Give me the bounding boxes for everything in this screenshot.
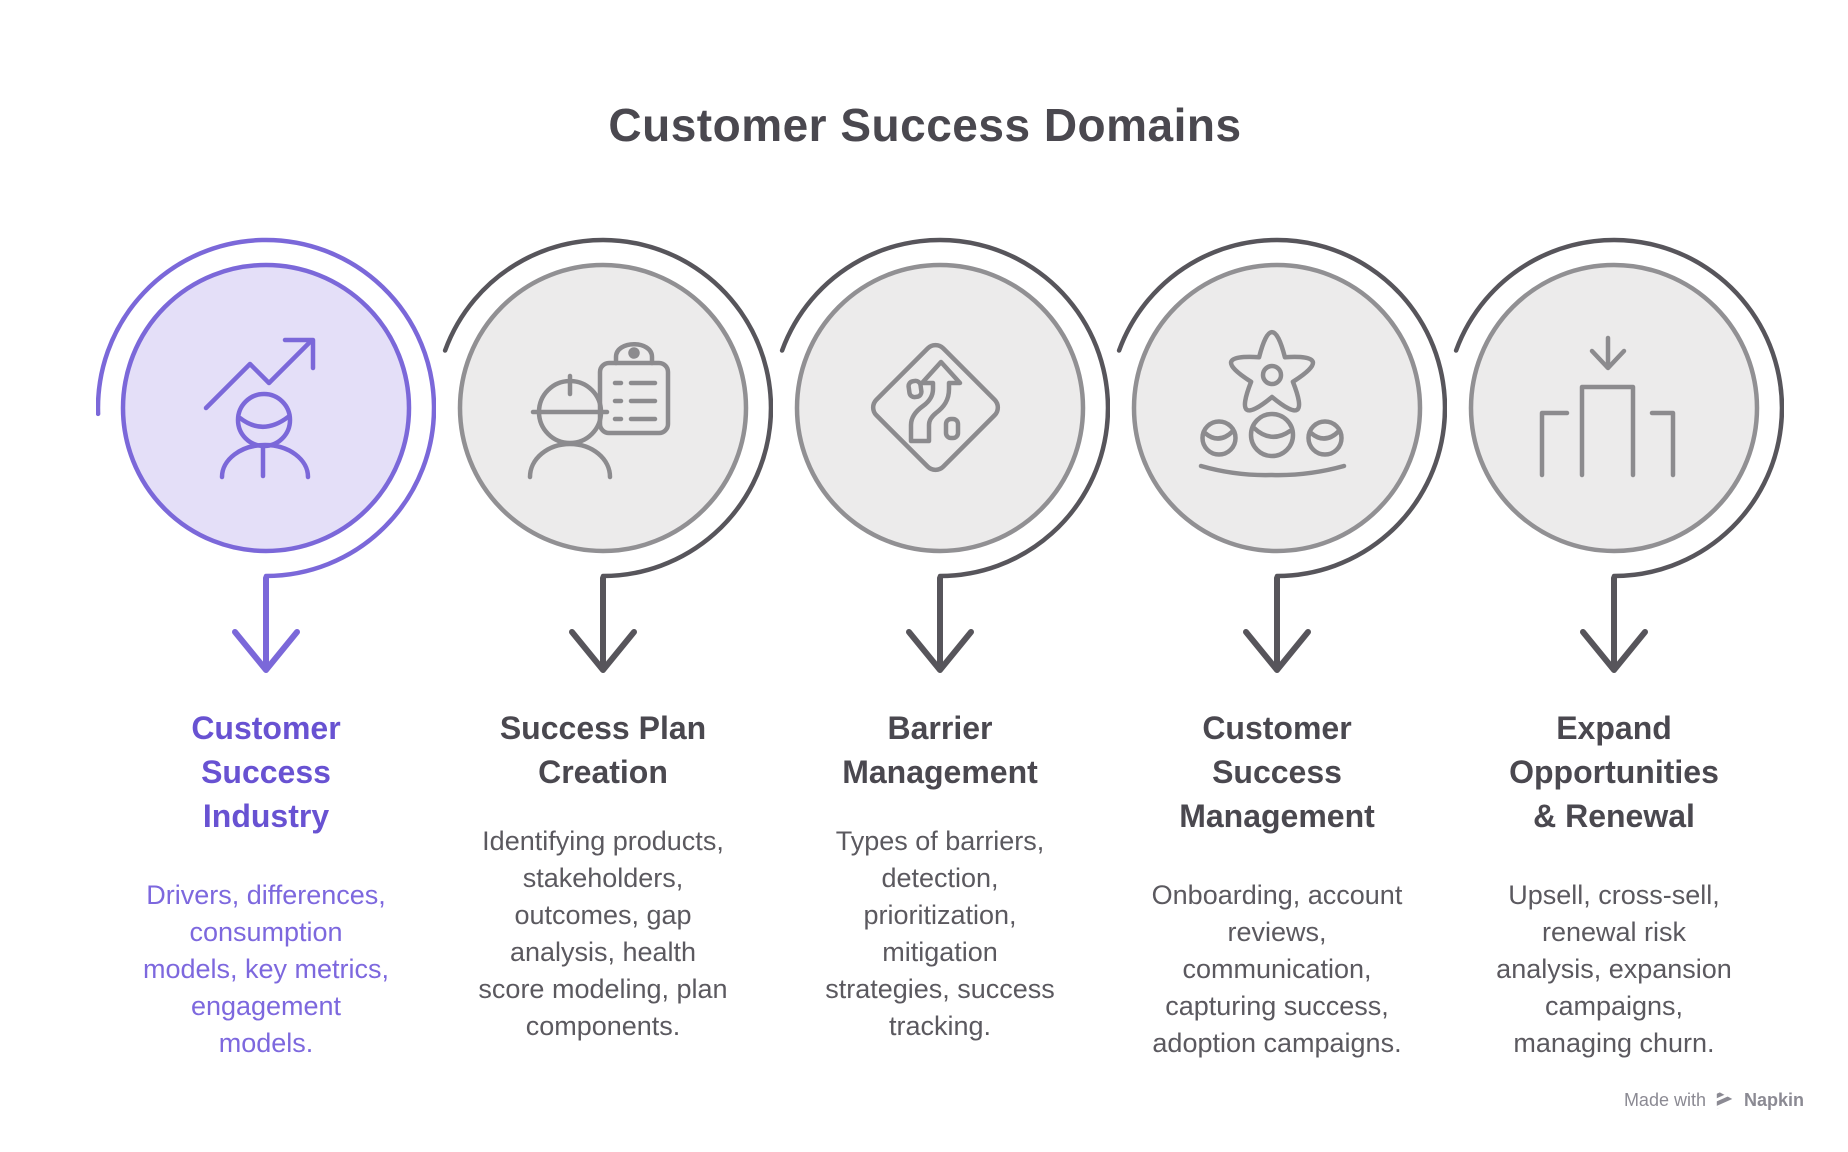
connector-arc [442,237,773,579]
down-arrow-icon [1580,575,1648,673]
connector-arc [96,237,436,579]
domain-circle [1468,262,1760,554]
down-arrow-icon [232,575,300,673]
made-with-text: Made with [1623,1089,1706,1110]
domain-card-expand-opportunities-renewal: Expand Opportunities & Renewal Upsell, c… [1444,220,1784,1080]
domain-graphic [96,237,436,673]
domain-description: Upsell, cross-sell, renewal risk analysi… [1496,880,1732,1058]
domain-description: Onboarding, account reviews, communicati… [1151,880,1403,1058]
domain-description: Identifying products, stakeholders, outc… [478,826,728,1041]
napkin-brand-text: Napkin [1743,1089,1804,1110]
connector-arc [1453,237,1784,579]
domain-title: Success Plan Creation [499,710,707,790]
road-sign-detour-icon [870,342,1001,473]
podium-down-arrow-icon [1539,335,1676,478]
domain-card-barrier-management: Barrier Management Types of barriers, de… [770,220,1110,1080]
down-arrow-icon [906,575,974,673]
napkin-logo-icon [1716,1090,1735,1110]
domain-card-customer-success-management: Customer Success Management Onboarding, … [1107,220,1447,1080]
domain-card-success-plan-creation: Success Plan Creation Identifying produc… [433,220,773,1080]
domain-graphic [1453,237,1784,673]
domain-description: Types of barriers, detection, prioritiza… [825,826,1055,1041]
down-arrow-icon [1243,575,1311,673]
connector-arc [779,237,1110,579]
domain-title: Expand Opportunities & Renewal [1509,710,1719,834]
engineer-checklist-icon [527,342,671,480]
domain-circle [1131,262,1423,554]
page-title: Customer Success Domains [608,99,1242,151]
domain-graphic [779,237,1110,673]
domain-title: Customer Success Industry [191,710,341,834]
down-arrow-icon [569,575,637,673]
person-growth-trend-icon [203,337,316,480]
domain-title: Barrier Management [842,710,1038,790]
connector-arc [1116,237,1447,579]
domain-graphic [442,237,773,673]
domain-graphic [1116,237,1447,673]
domain-circle [120,262,412,554]
domain-description: Drivers, differences, consumption models… [142,880,390,1058]
made-with-napkin-credit: Made with Napkin [1624,1088,1804,1112]
domain-title: Customer Success Management [1179,710,1375,834]
gear-team-icon [1198,330,1347,478]
domain-card-customer-success-industry: Customer Success Industry Drivers, diffe… [96,220,436,1080]
